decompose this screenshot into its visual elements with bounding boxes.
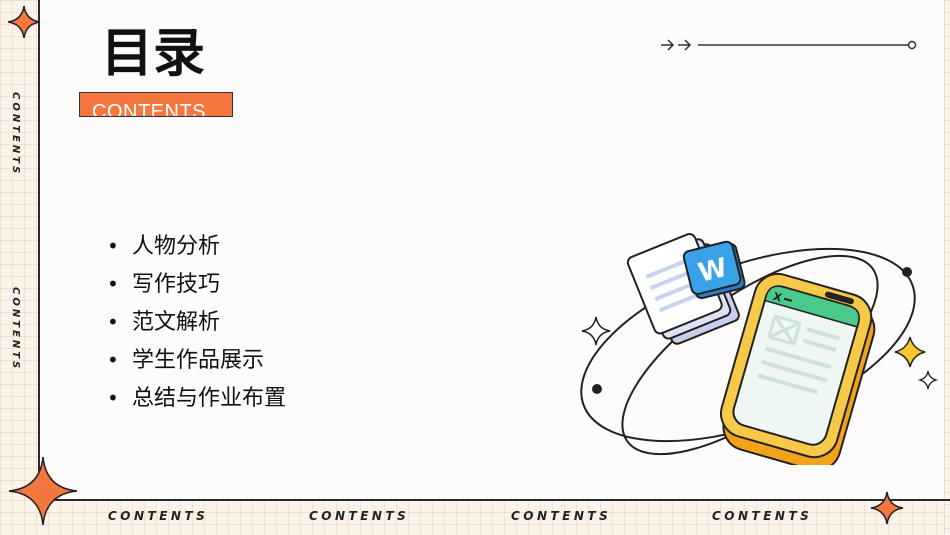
sparkle-bottom-right-icon (870, 491, 904, 525)
bottom-label: CONTENTS (309, 509, 410, 523)
bottom-label: CONTENTS (108, 509, 209, 523)
left-grid-band (0, 0, 38, 535)
page-title: 目录 (101, 24, 206, 84)
toc-item[interactable]: 总结与作业布置 (107, 379, 286, 417)
side-label: CONTENTS (10, 287, 21, 372)
bottom-grid-band (0, 500, 950, 535)
bottom-border-line (38, 499, 950, 501)
bottom-label: CONTENTS (511, 509, 612, 523)
document-orbit-illustration: W X (580, 233, 939, 465)
toc-item[interactable]: 写作技巧 (107, 265, 286, 303)
toc-item[interactable]: 人物分析 (107, 227, 286, 265)
toc-item[interactable]: 范文解析 (107, 303, 286, 341)
sparkle-bottom-left-icon (8, 456, 78, 526)
toc-list: 人物分析 写作技巧 范文解析 学生作品展示 总结与作业布置 (107, 227, 286, 417)
right-grid-band (944, 0, 950, 535)
bottom-label: CONTENTS (712, 509, 813, 523)
contents-badge-text: CONTENTS (92, 101, 206, 117)
side-label: CONTENTS (10, 92, 21, 177)
arrow-line-decoration (661, 39, 917, 51)
toc-item[interactable]: 学生作品展示 (107, 341, 286, 379)
excel-letter: X (772, 290, 784, 305)
left-border-line (38, 0, 40, 500)
sparkle-top-left-icon (7, 5, 41, 39)
word-letter: W (695, 253, 730, 289)
contents-badge: CONTENTS (79, 92, 233, 117)
